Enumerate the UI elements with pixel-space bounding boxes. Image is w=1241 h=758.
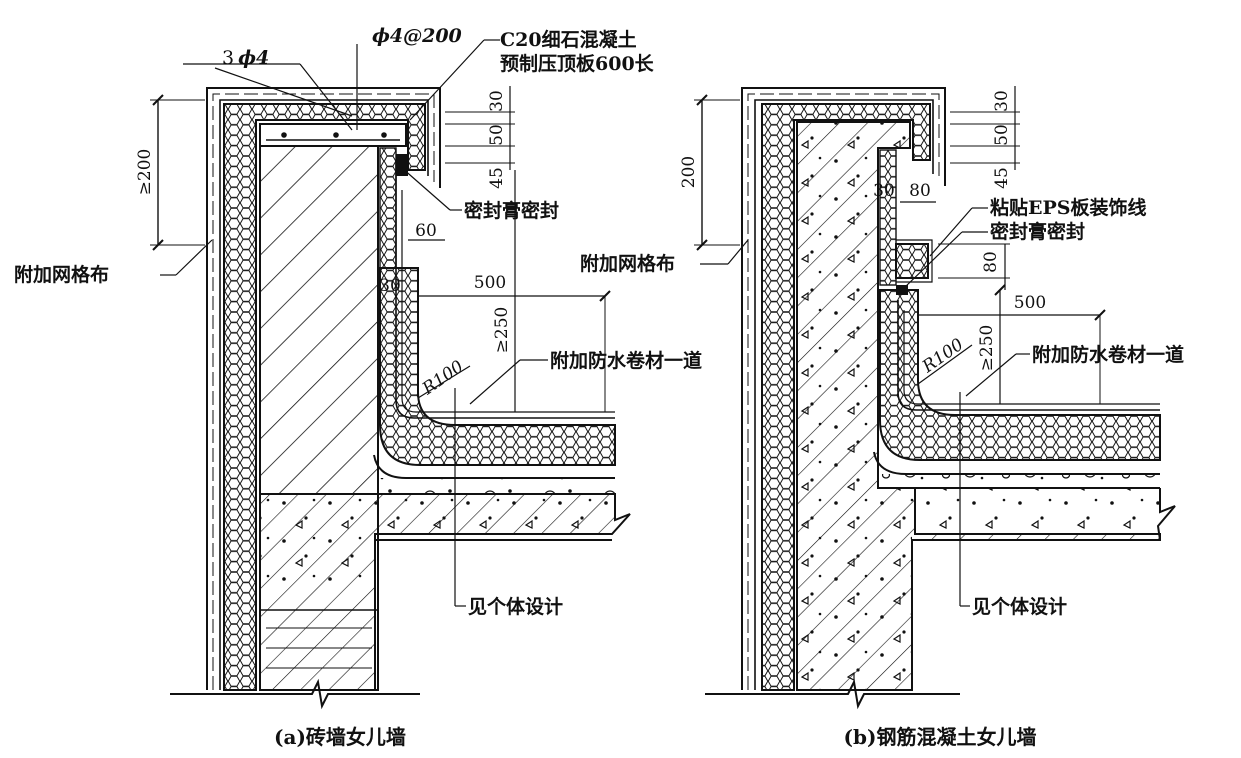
roof-insulation-b <box>879 289 1161 461</box>
dim-60-a: 60 <box>415 221 437 241</box>
diagram-b-concrete-parapet: 200 30 50 45 30 80 80 ≥250 500 R100 粘贴EP… <box>580 86 1184 749</box>
dim-50-a: 50 <box>487 124 507 146</box>
dim-500-a: 500 <box>474 273 506 293</box>
break-line-b <box>705 678 960 710</box>
dim-500-b: 500 <box>1014 293 1046 313</box>
dim-height-label: ≥200 <box>135 149 155 196</box>
radius-label-b: R100 <box>918 335 968 378</box>
dim-250-a: ≥250 <box>492 307 512 354</box>
rc-aggregate <box>797 122 1160 690</box>
roof-insulation <box>379 267 616 466</box>
eps-label-b: 粘贴EPS板装饰线 <box>990 196 1147 219</box>
dim-50-b: 50 <box>992 124 1012 146</box>
dim-30-side-a: 30 <box>379 276 401 296</box>
rebar-dot <box>281 132 287 138</box>
dim-30-side-b: 30 <box>873 181 895 201</box>
sealant-label-b: 密封膏密封 <box>990 220 1085 243</box>
inner-insulation-strip-b <box>879 149 897 286</box>
sealant-label-a: 密封膏密封 <box>464 199 559 222</box>
eps-decorative-line <box>895 243 929 279</box>
see-design-label-b: 见个体设计 <box>972 595 1067 618</box>
vapour-barrier <box>373 454 615 479</box>
break-line-slab-b <box>1156 488 1176 541</box>
rebar-dot <box>333 132 339 138</box>
dim-45-b: 45 <box>992 167 1012 189</box>
break-line <box>170 678 420 710</box>
dim-80-side-b: 80 <box>981 251 1001 273</box>
svg-text:3ϕ4: 3ϕ4 <box>222 47 269 69</box>
coping-material-a: C20细石混凝土 <box>500 28 637 51</box>
rebar-dot <box>381 132 387 138</box>
mesh-label-a: 附加网格布 <box>14 263 109 286</box>
coping-precast-a: 预制压顶板600长 <box>500 52 655 75</box>
waterproof-membrane-b <box>897 300 1160 411</box>
leveling-screed-b <box>880 474 1160 488</box>
waterproof-membrane <box>395 160 615 419</box>
caption-b: (b)钢筋混凝土女儿墙 <box>844 725 1037 749</box>
rebar-size-a: ϕ4 <box>238 47 269 69</box>
dim-250-b: ≥250 <box>977 325 997 372</box>
caption-a: (a)砖墙女儿墙 <box>274 725 406 749</box>
dim-height-b: 200 <box>679 156 699 188</box>
membrane-label-a: 附加防水卷材一道 <box>550 349 702 372</box>
outer-plaster-line-b <box>741 87 946 690</box>
dim-80-top-b: 80 <box>909 181 931 201</box>
mesh-line <box>219 99 429 690</box>
insulation-board-wall-b <box>761 103 931 691</box>
mesh-label-b: 附加网格布 <box>580 252 675 275</box>
brick-wall <box>259 145 379 495</box>
outer-plaster-line <box>206 87 441 690</box>
additional-membrane-b <box>903 310 1160 405</box>
membrane-label-b: 附加防水卷材一道 <box>1032 343 1184 366</box>
slab-aggregate <box>260 494 615 590</box>
additional-membrane <box>401 190 615 413</box>
leveling-screed <box>380 478 615 493</box>
mesh-line-b <box>754 99 934 690</box>
sealant-block <box>396 154 408 176</box>
mesh-dashed-line-b <box>747 93 940 690</box>
vapour-barrier-b <box>873 451 1160 475</box>
stirrup-label-a: ϕ4@200 <box>372 25 462 47</box>
inner-insulation-strip <box>379 147 397 269</box>
see-design-label-a: 见个体设计 <box>468 595 563 618</box>
dim-45-a: 45 <box>487 167 507 189</box>
dim-30-b: 30 <box>992 90 1012 112</box>
dim-30-a: 30 <box>487 90 507 112</box>
rebar-count-a: 3 <box>222 47 234 69</box>
